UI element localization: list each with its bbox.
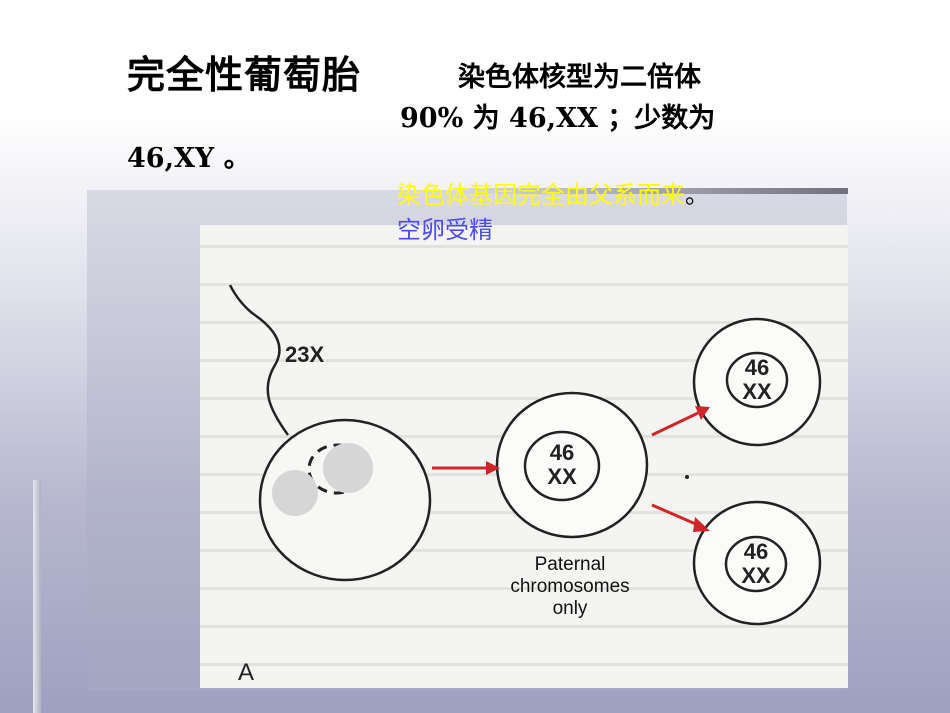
gray-blob-large: [323, 443, 373, 493]
arrow-to-top: [651, 411, 699, 437]
top-right-nucleus: [725, 351, 789, 409]
slide-title: 完全性葡萄胎: [127, 53, 362, 97]
percent-text: 90% 为 46,XX ；少数为: [400, 103, 716, 134]
arrows: [432, 406, 710, 532]
middle-cell-number: 46: [549, 440, 575, 465]
karyotype-text: 染色体核型为二倍体: [458, 62, 701, 93]
origin-note-end: 。: [685, 181, 709, 209]
bottom-right-cell-label: 46 XX: [736, 540, 776, 588]
origin-note-text: 染色体基因完全由父系而来: [397, 181, 685, 209]
arrow-to-bottom-head: [693, 517, 710, 532]
mole-figure: 23X 46 XX 46 XX 46 XX Paternal chromosom…: [200, 225, 848, 688]
bottom-right-cell-sex: XX: [741, 563, 771, 588]
top-right-cell-number: 46: [744, 355, 770, 380]
bottom-right-cell-number: 46: [743, 539, 769, 564]
xy-text: 46,XY 。: [127, 143, 251, 174]
bottom-right-nucleus: [724, 535, 788, 593]
empty-ovum: [258, 418, 432, 582]
top-right-cell-label: 46 XX: [737, 356, 777, 404]
middle-nucleus: [523, 430, 601, 502]
arrow-to-middle-head: [486, 461, 500, 475]
figure-drawing: [200, 245, 848, 666]
paternal-caption: Paternal chromosomes only: [470, 554, 670, 620]
middle-cell-sex: XX: [547, 464, 577, 489]
top-right-cell-sex: XX: [742, 379, 772, 404]
empty-egg-note: 空卵受精: [397, 216, 493, 244]
sperm-tail: [228, 284, 290, 436]
sperm-label: 23X: [285, 342, 325, 367]
paternal-caption-line-1: Paternal: [534, 554, 606, 575]
decorative-bar-left: [33, 480, 41, 713]
gray-blob-small: [272, 470, 318, 516]
decorative-bar-top: [460, 188, 848, 194]
arrow-to-bottom: [651, 503, 699, 527]
middle-dot: [685, 475, 689, 479]
panel-letter: A: [238, 659, 255, 686]
paternal-caption-line-2: chromosomes: [510, 576, 630, 597]
paternal-caption-line-3: only: [552, 598, 588, 619]
middle-cell-label: 46 XX: [542, 441, 582, 489]
arrow-to-top-head: [695, 406, 710, 420]
origin-note: 染色体基因完全由父系而来。: [397, 175, 709, 210]
